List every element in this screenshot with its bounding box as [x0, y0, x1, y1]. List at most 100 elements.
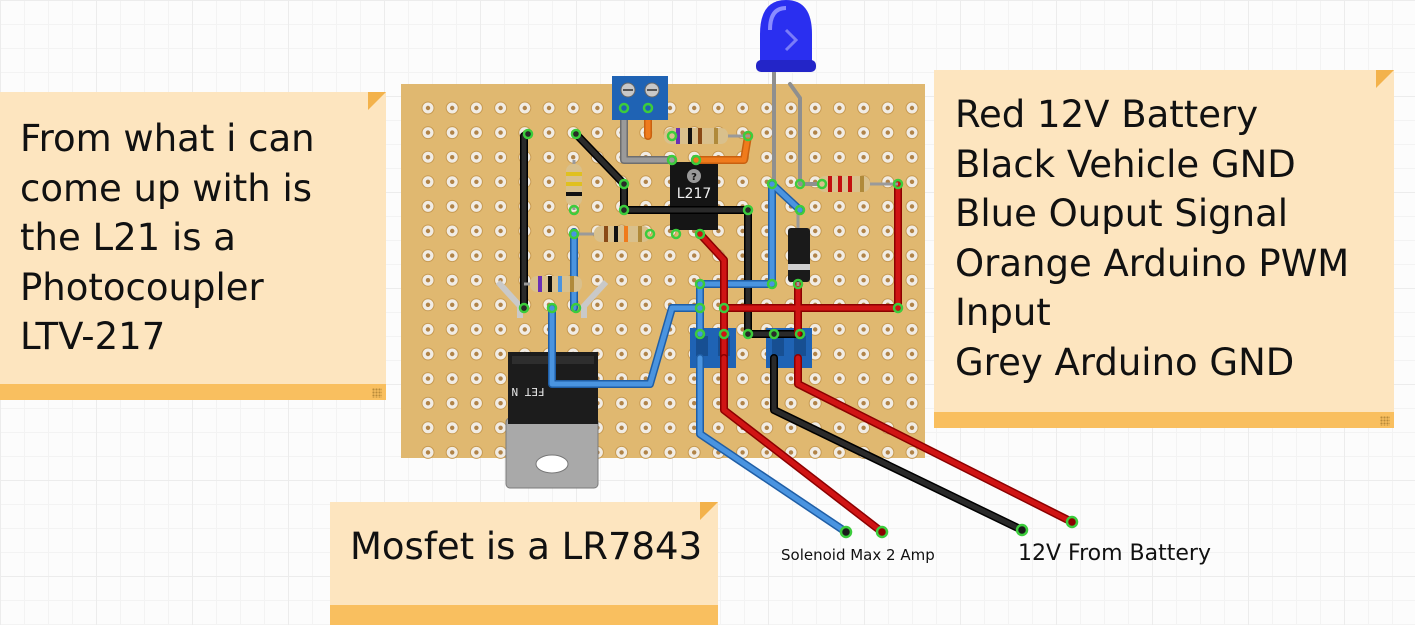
terminal-block-arduino[interactable] [612, 76, 668, 120]
led-blue[interactable] [756, 0, 816, 72]
pad-hole [837, 204, 842, 209]
pad-hole [450, 179, 455, 184]
pad-hole [498, 179, 503, 184]
pad-hole [425, 376, 431, 381]
note-wire-legend[interactable]: Red 12V Battery Black Vehicle GND Blue O… [934, 70, 1394, 428]
unknown-part-icon [687, 169, 701, 183]
pad-hole [861, 204, 866, 209]
pad-hole [595, 327, 600, 332]
pad-hole [450, 376, 455, 381]
pad-hole [837, 155, 842, 160]
pad-hole [474, 278, 479, 283]
pad-hole [813, 204, 818, 209]
pad-hole [425, 351, 431, 357]
pad-hole [716, 105, 721, 111]
pad-hole [522, 327, 527, 332]
resistor-r5[interactable] [818, 176, 898, 192]
pad-hole [425, 302, 431, 307]
pad-hole [909, 278, 915, 283]
pad-hole [861, 327, 866, 332]
pad-hole [740, 179, 745, 184]
pad-hole [474, 450, 479, 455]
pad-hole [861, 351, 866, 357]
pad-hole [595, 130, 600, 135]
diode[interactable] [788, 212, 810, 286]
pad-hole [837, 130, 842, 135]
pad-hole [813, 278, 818, 283]
pad-hole [909, 105, 915, 111]
pad-hole [861, 105, 866, 111]
pad-hole [740, 401, 745, 406]
resistor-r2[interactable] [566, 160, 582, 210]
note-resize-handle[interactable] [1380, 416, 1390, 426]
pad-hole [861, 155, 866, 160]
pad-hole [474, 376, 479, 381]
pad-hole [837, 327, 842, 332]
pad-hole [474, 425, 479, 430]
pad-hole [643, 376, 648, 381]
resistor-r1[interactable] [664, 128, 750, 144]
pad-hole [885, 130, 890, 135]
pad-hole [474, 179, 479, 184]
pad-hole [546, 253, 552, 258]
pad-hole [716, 425, 721, 430]
pad-hole [885, 228, 890, 234]
pad-hole [643, 327, 648, 332]
pad-hole [885, 376, 890, 381]
pad-hole [450, 302, 455, 307]
mosfet-label: FET N [511, 385, 544, 398]
pad-hole [667, 450, 673, 455]
pad-hole [498, 155, 503, 160]
pad-hole [619, 425, 624, 430]
pad-hole [498, 425, 503, 430]
resistor-r4[interactable] [524, 276, 582, 292]
note-mosfet[interactable]: Mosfet is a LR7843 [330, 502, 718, 625]
pad-hole [595, 105, 600, 111]
pad-hole [788, 130, 794, 135]
pad-hole [764, 450, 769, 455]
pad-hole [595, 278, 600, 283]
pad-hole [837, 253, 842, 258]
photocoupler-l217[interactable]: ? L217 [670, 162, 718, 230]
note-fold [368, 92, 386, 110]
pad-hole [425, 401, 431, 406]
note-resize-handle[interactable] [372, 388, 382, 398]
pad-hole [667, 401, 673, 406]
resistor-r3[interactable] [578, 226, 650, 242]
pad-hole [909, 302, 915, 307]
pad-hole [667, 105, 673, 111]
pad-hole [764, 204, 769, 209]
pad-hole [450, 425, 455, 430]
pad-hole [498, 450, 503, 455]
pad-hole [643, 253, 648, 258]
pad-hole [425, 278, 431, 283]
pad-hole [498, 401, 503, 406]
pad-hole [474, 204, 479, 209]
pad-hole [643, 351, 648, 357]
pad-hole [909, 155, 915, 160]
label-solenoid: Solenoid Max 2 Amp [781, 546, 935, 564]
pad-hole [667, 376, 673, 381]
pad-hole [522, 105, 527, 111]
pad-hole [692, 105, 697, 111]
pad-hole [425, 425, 431, 430]
pad-hole [885, 105, 890, 111]
pad-hole [643, 425, 648, 430]
pad-hole [740, 351, 745, 357]
pad-hole [425, 228, 431, 234]
pad-hole [837, 228, 842, 234]
pad-hole [885, 278, 890, 283]
pad-hole [474, 130, 479, 135]
pad-hole [861, 130, 866, 135]
pad-hole [450, 204, 455, 209]
pad-hole [450, 130, 455, 135]
pad-hole [909, 204, 915, 209]
note-photocoupler[interactable]: From what i can come up with is the L21 … [0, 92, 386, 400]
note-fold [1376, 70, 1394, 88]
pad-hole [909, 253, 915, 258]
pad-hole [450, 401, 455, 406]
pad-hole [716, 401, 721, 406]
pad-hole [474, 155, 479, 160]
pad-hole [450, 105, 455, 111]
